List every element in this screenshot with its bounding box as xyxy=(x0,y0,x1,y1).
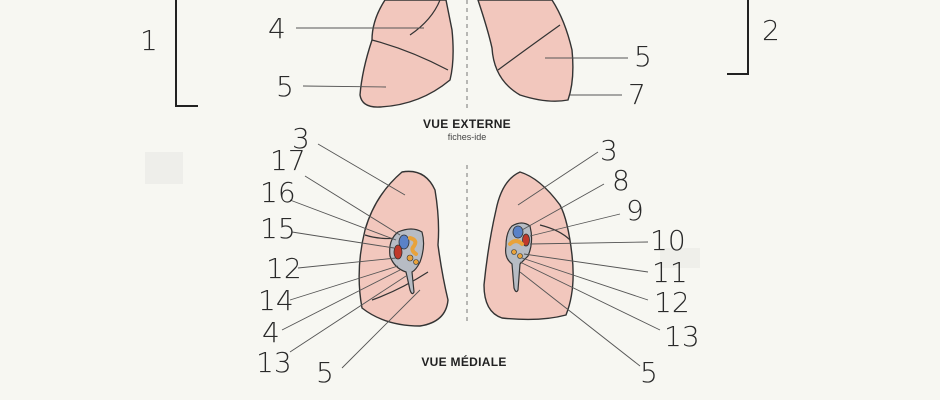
label-med-left-12: 12 xyxy=(266,252,302,285)
label-med-left-16: 16 xyxy=(260,176,296,209)
label-med-right-13: 13 xyxy=(664,320,700,353)
label-med-right-5: 5 xyxy=(640,356,658,389)
faint-block-right xyxy=(660,248,700,268)
watermark-text: fiches-ide xyxy=(448,132,487,142)
label-med-right-10: 10 xyxy=(650,224,686,257)
label-med-right-11: 11 xyxy=(652,256,688,289)
label-med-left-13: 13 xyxy=(256,346,292,379)
leaders-medial-right xyxy=(517,151,661,367)
faint-block-left xyxy=(145,152,183,184)
label-med-left-17: 17 xyxy=(270,144,306,177)
label-med-left-14: 14 xyxy=(258,284,294,317)
label-med-right-3: 3 xyxy=(600,134,618,167)
bracket-left-label: 1 xyxy=(140,24,158,57)
medial-right-lung xyxy=(483,171,574,321)
label-med-left-4: 4 xyxy=(262,316,280,349)
caption-external: VUE EXTERNE xyxy=(423,117,511,131)
external-right-lung xyxy=(477,0,574,102)
bracket-right xyxy=(727,0,749,75)
label-med-left-5: 5 xyxy=(316,356,334,389)
external-left-lung xyxy=(359,0,454,108)
label-med-left-3: 3 xyxy=(292,122,310,155)
label-ext-5-right: 5 xyxy=(634,40,652,73)
label-ext-4: 4 xyxy=(268,12,286,45)
leader-ext-5l xyxy=(302,85,387,88)
caption-medial: VUE MÉDIALE xyxy=(421,354,506,369)
bracket-left xyxy=(175,0,198,107)
bracket-right-label: 2 xyxy=(762,14,780,47)
label-med-left-15: 15 xyxy=(260,212,296,245)
label-ext-5-left: 5 xyxy=(276,70,294,103)
medial-left-lung xyxy=(358,170,449,327)
label-med-right-9: 9 xyxy=(626,194,644,227)
leaders-medial-left xyxy=(281,143,421,369)
label-med-right-12: 12 xyxy=(654,286,690,319)
label-med-right-8: 8 xyxy=(612,164,630,197)
label-ext-7: 7 xyxy=(628,78,646,111)
